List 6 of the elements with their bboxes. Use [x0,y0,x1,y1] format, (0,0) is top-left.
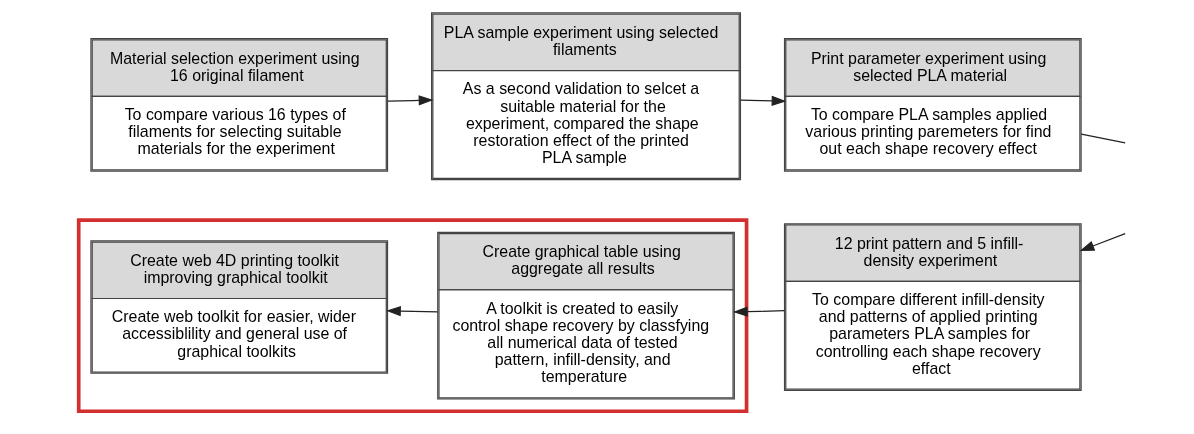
arrow [385,305,438,317]
arrow [386,95,433,106]
arrow [732,306,785,317]
connector [1080,133,1126,144]
arrow [739,95,786,107]
arrow [1079,232,1126,252]
